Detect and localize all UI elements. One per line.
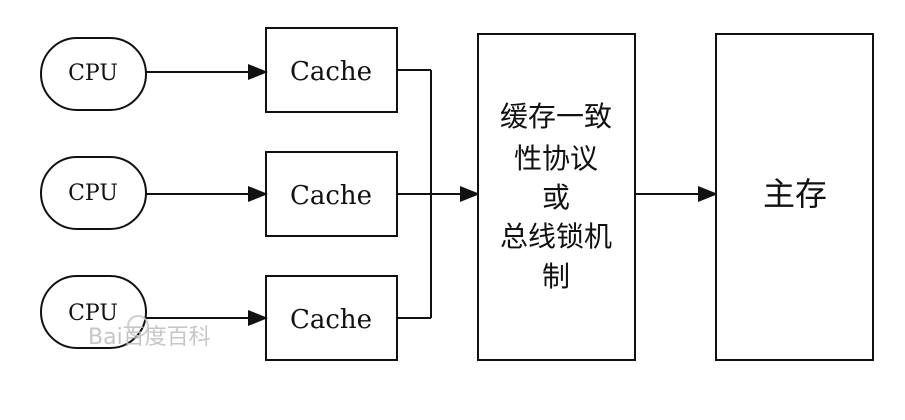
- cpu-label-1: CPU: [68, 61, 118, 86]
- cpu-node-1: CPU: [40, 37, 147, 111]
- cpu-label-3: CPU: [68, 301, 118, 326]
- protocol-line-3: 或: [542, 181, 570, 214]
- cpu-label-2: CPU: [68, 181, 118, 206]
- cache-label-2: Cache: [290, 181, 372, 211]
- cache-node-2: Cache: [265, 151, 398, 237]
- protocol-line-2: 性协议: [514, 142, 598, 175]
- watermark: Bai百度百科: [88, 315, 211, 350]
- protocol-box: 缓存一致 性协议 或 总线锁机 制: [477, 33, 636, 361]
- watermark-paw-icon: [127, 315, 149, 337]
- cpu-node-2: CPU: [40, 156, 147, 230]
- protocol-line-4: 总线锁机: [500, 220, 612, 253]
- watermark-text: Bai百度百科: [88, 325, 211, 350]
- cache-node-3: Cache: [265, 275, 398, 361]
- cache-label-3: Cache: [290, 305, 372, 335]
- protocol-line-1: 缓存一致: [500, 100, 612, 133]
- cpu-node-3: CPU: [40, 275, 147, 349]
- main-memory-label: 主存: [763, 175, 827, 213]
- cache-label-1: Cache: [290, 57, 372, 87]
- protocol-line-5: 制: [542, 260, 570, 293]
- main-memory-box: 主存: [715, 33, 874, 361]
- cache-node-1: Cache: [265, 27, 398, 113]
